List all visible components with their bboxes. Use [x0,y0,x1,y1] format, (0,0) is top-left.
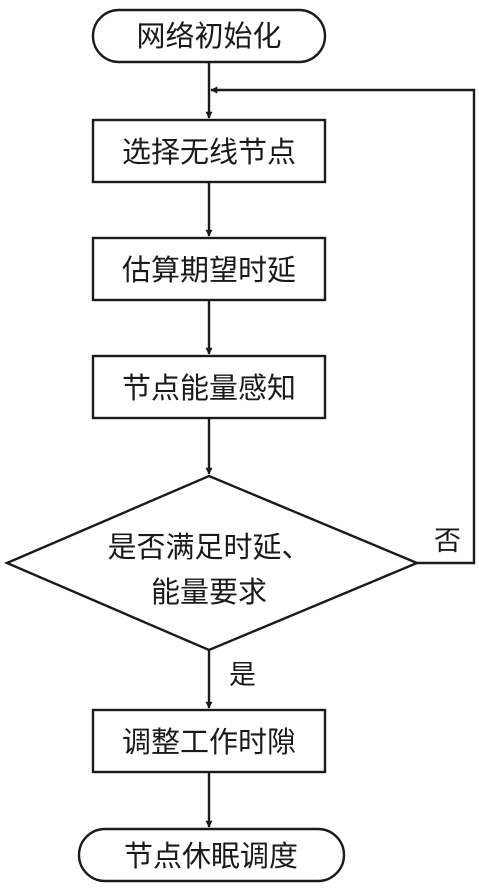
no-label: 否 [434,526,461,557]
yes-label: 是 [229,660,256,691]
decision-label-line1: 是否满足时延、 [107,530,310,564]
start-label: 网络初始化 [136,19,281,53]
energy-sensing-label: 节点能量感知 [122,371,296,405]
decision-label-line2: 能量要求 [151,575,267,609]
end-label: 节点休眠调度 [124,839,298,873]
end-terminal [77,827,346,883]
estimate-delay-label: 估算期望时延 [122,253,296,287]
select-node-label: 选择无线节点 [122,135,296,169]
process-energy-sensing [91,354,327,420]
process-select-node [91,118,327,184]
process-adjust-slot [91,708,327,774]
loop-back-line [210,86,476,565]
adjust-slot-label: 调整工作时隙 [122,725,296,759]
